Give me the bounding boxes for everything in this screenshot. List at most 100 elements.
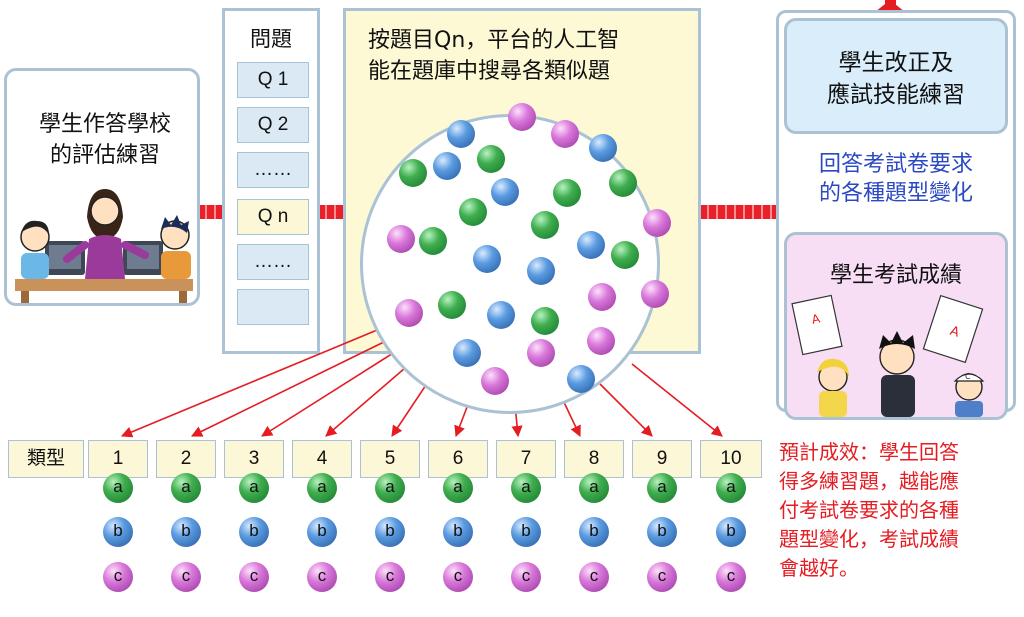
variant-ball-b: b — [171, 517, 201, 547]
question-item[interactable]: …… — [237, 152, 309, 188]
connector-ai-to-improvement — [700, 205, 778, 219]
question-ball — [508, 103, 536, 131]
students-with-graded-papers-illustration: A A C — [791, 294, 985, 417]
question-ball — [477, 145, 505, 173]
question-item[interactable]: …… — [237, 244, 309, 280]
question-ball — [553, 179, 581, 207]
question-ball — [531, 211, 559, 239]
question-ball — [399, 159, 427, 187]
variant-ball-b: b — [307, 517, 337, 547]
variant-ball-b: b — [716, 517, 746, 547]
arrow-to-type-9 — [599, 383, 653, 437]
arrow-to-type-2 — [190, 339, 389, 437]
variant-ball-c: c — [579, 562, 609, 592]
question-ball — [551, 120, 579, 148]
variant-ball-b: b — [647, 517, 677, 547]
svg-text:C: C — [965, 372, 971, 381]
arrow-to-type-4 — [325, 361, 413, 437]
students-at-computers-illustration — [15, 189, 193, 303]
outcome-line: 付考試卷要求的各種 — [779, 498, 959, 522]
variant-ball-a: a — [511, 473, 541, 503]
variant-ball-c: c — [375, 562, 405, 592]
question-ball — [641, 280, 669, 308]
outcome-line: 會越好。 — [779, 556, 859, 580]
type-4: 4 — [292, 440, 352, 478]
arrow-to-type-1 — [120, 327, 383, 438]
variant-ball-a: a — [716, 473, 746, 503]
question-ball — [577, 231, 605, 259]
question-ball — [587, 327, 615, 355]
question-item[interactable] — [237, 289, 309, 325]
requirement-text: 回答考試卷要求 的各種題型變化 — [784, 150, 1008, 208]
top-up-arrow-head — [875, 0, 905, 12]
outcome-line: 題型變化，考試成績 — [779, 527, 959, 551]
variant-ball-b: b — [443, 517, 473, 547]
outcome-line: 得多練習題，越能應 — [779, 469, 959, 493]
improvement-title: 學生改正及 應試技能練習 — [787, 47, 1005, 111]
variant-ball-c: c — [239, 562, 269, 592]
variant-ball-c: c — [647, 562, 677, 592]
outcome-line: 預計成效：學生回答 — [779, 440, 959, 464]
ai-search-description: 按題目Qn，平台的人工智 能在題庫中搜尋各類似題 — [368, 25, 688, 87]
question-ball — [433, 152, 461, 180]
question-list-panel: 問題 Q 1 Q 2 …… Q n …… — [222, 8, 320, 354]
variant-ball-b: b — [239, 517, 269, 547]
question-ball — [459, 198, 487, 226]
requirement-line2: 的各種題型變化 — [818, 181, 973, 206]
variant-ball-a: a — [171, 473, 201, 503]
question-ball — [589, 134, 617, 162]
arrow-to-type-10 — [631, 363, 723, 437]
question-ball — [438, 291, 466, 319]
question-item[interactable]: Q 2 — [237, 107, 309, 143]
question-ball — [491, 178, 519, 206]
question-ball — [453, 339, 481, 367]
question-ball — [611, 241, 639, 269]
exam-score-title: 學生考試成績 — [829, 263, 962, 288]
question-ball — [447, 120, 475, 148]
expected-outcome-text: 預計成效：學生回答 得多練習題，越能應 付考試卷要求的各種 題型變化，考試成績 … — [779, 438, 1024, 583]
connector-questions-to-ai — [318, 205, 345, 219]
requirement-line1: 回答考試卷要求 — [818, 152, 973, 177]
variant-ball-c: c — [511, 562, 541, 592]
svg-text:A: A — [810, 311, 822, 327]
exam-score-box: 學生考試成績 A A C — [784, 232, 1008, 420]
connector-student-to-questions — [198, 205, 226, 219]
question-ball — [487, 301, 515, 329]
variant-ball-c: c — [443, 562, 473, 592]
question-ball — [473, 245, 501, 273]
question-ball — [609, 169, 637, 197]
variant-ball-c: c — [103, 562, 133, 592]
question-ball — [481, 367, 509, 395]
ai-search-line2: 能在題庫中搜尋各類似題 — [368, 59, 611, 84]
ai-search-line1: 按題目Qn，平台的人工智 — [368, 28, 620, 53]
improvement-box: 學生改正及 應試技能練習 — [784, 18, 1008, 134]
variant-ball-a: a — [579, 473, 609, 503]
student-practice-title-line2: 的評估練習 — [49, 143, 160, 168]
type-7: 7 — [496, 440, 556, 478]
question-ball — [419, 227, 447, 255]
question-ball — [588, 283, 616, 311]
variant-ball-b: b — [579, 517, 609, 547]
question-ball — [395, 299, 423, 327]
improvement-line1: 學生改正及 — [838, 50, 954, 76]
variant-ball-b: b — [103, 517, 133, 547]
variant-ball-b: b — [511, 517, 541, 547]
student-practice-title: 學生作答學校 的評估練習 — [7, 109, 203, 171]
improvement-line2: 應試技能練習 — [827, 82, 965, 108]
arrow-to-type-8 — [561, 397, 581, 438]
question-item[interactable]: Q 1 — [237, 62, 309, 98]
variant-ball-b: b — [375, 517, 405, 547]
type-9: 9 — [632, 440, 692, 478]
question-ball — [531, 307, 559, 335]
question-item-selected[interactable]: Q n — [237, 199, 309, 235]
question-bank-pool — [360, 103, 671, 414]
question-ball — [643, 209, 671, 237]
variant-ball-c: c — [716, 562, 746, 592]
variant-ball-a: a — [375, 473, 405, 503]
variant-ball-a: a — [239, 473, 269, 503]
question-ball — [387, 225, 415, 253]
variant-ball-a: a — [103, 473, 133, 503]
question-list-title: 問題 — [250, 27, 292, 51]
question-ball — [527, 339, 555, 367]
variant-ball-a: a — [647, 473, 677, 503]
